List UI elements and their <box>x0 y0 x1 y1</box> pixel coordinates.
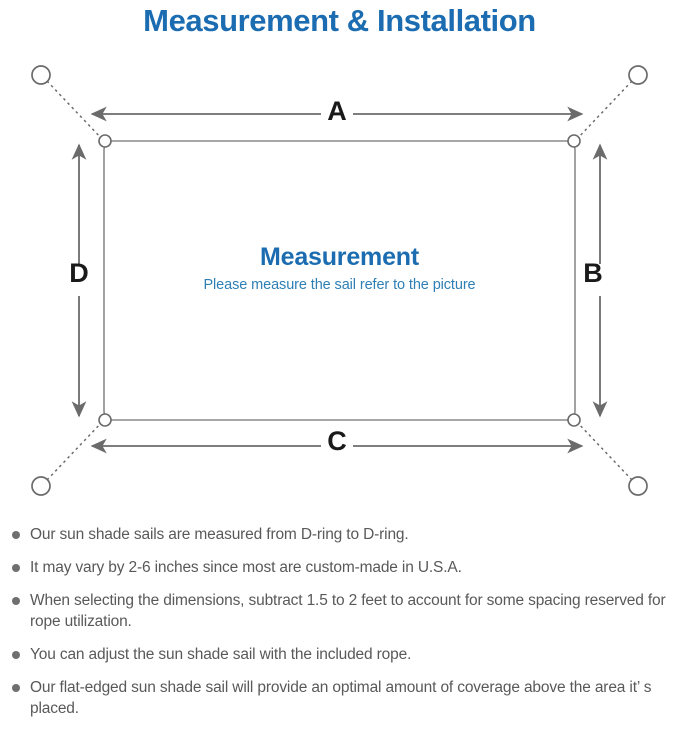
anchor-point-top-right-icon <box>628 65 648 85</box>
anchor-point-top-left-icon <box>31 65 51 85</box>
list-item-text: You can adjust the sun shade sail with t… <box>30 646 412 663</box>
rope-line-top-right <box>575 80 633 141</box>
anchor-point-bottom-right-icon <box>628 476 648 496</box>
rope-line-bottom-left <box>46 420 104 481</box>
list-item-text: Our sun shade sails are measured from D-… <box>30 526 409 543</box>
dimension-label-c: C <box>327 426 347 456</box>
bullet-dot-icon <box>12 564 20 572</box>
bullet-dot-icon <box>12 684 20 692</box>
list-item: Our flat-edged sun shade sail will provi… <box>0 677 679 719</box>
dimension-label-a: A <box>327 96 347 126</box>
sail-rectangle <box>103 140 576 421</box>
bullet-dot-icon <box>12 531 20 539</box>
d-ring-top-left-icon <box>98 134 112 148</box>
page-title: Measurement & Installation <box>143 3 536 38</box>
dimension-label-d: D <box>69 258 89 288</box>
list-item: You can adjust the sun shade sail with t… <box>0 644 679 665</box>
d-ring-bottom-left-icon <box>98 413 112 427</box>
list-item-text: Our flat-edged sun shade sail will provi… <box>30 679 652 717</box>
dimension-label-b: B <box>583 258 603 288</box>
list-item: When selecting the dimensions, subtract … <box>0 590 679 632</box>
d-ring-bottom-right-icon <box>567 413 581 427</box>
list-item-text: When selecting the dimensions, subtract … <box>30 592 666 630</box>
diagram-svg <box>31 65 648 496</box>
bullet-dot-icon <box>12 597 20 605</box>
list-item: Our sun shade sails are measured from D-… <box>0 524 679 545</box>
rope-line-top-left <box>46 80 104 141</box>
rope-line-bottom-right <box>575 420 633 481</box>
anchor-point-bottom-left-icon <box>31 476 51 496</box>
list-item: It may vary by 2-6 inches since most are… <box>0 557 679 578</box>
measurement-diagram: Measurement Please measure the sail refe… <box>0 44 679 514</box>
list-item-text: It may vary by 2-6 inches since most are… <box>30 559 462 576</box>
d-ring-top-right-icon <box>567 134 581 148</box>
instruction-notes-list: Our sun shade sails are measured from D-… <box>0 524 679 731</box>
bullet-dot-icon <box>12 651 20 659</box>
